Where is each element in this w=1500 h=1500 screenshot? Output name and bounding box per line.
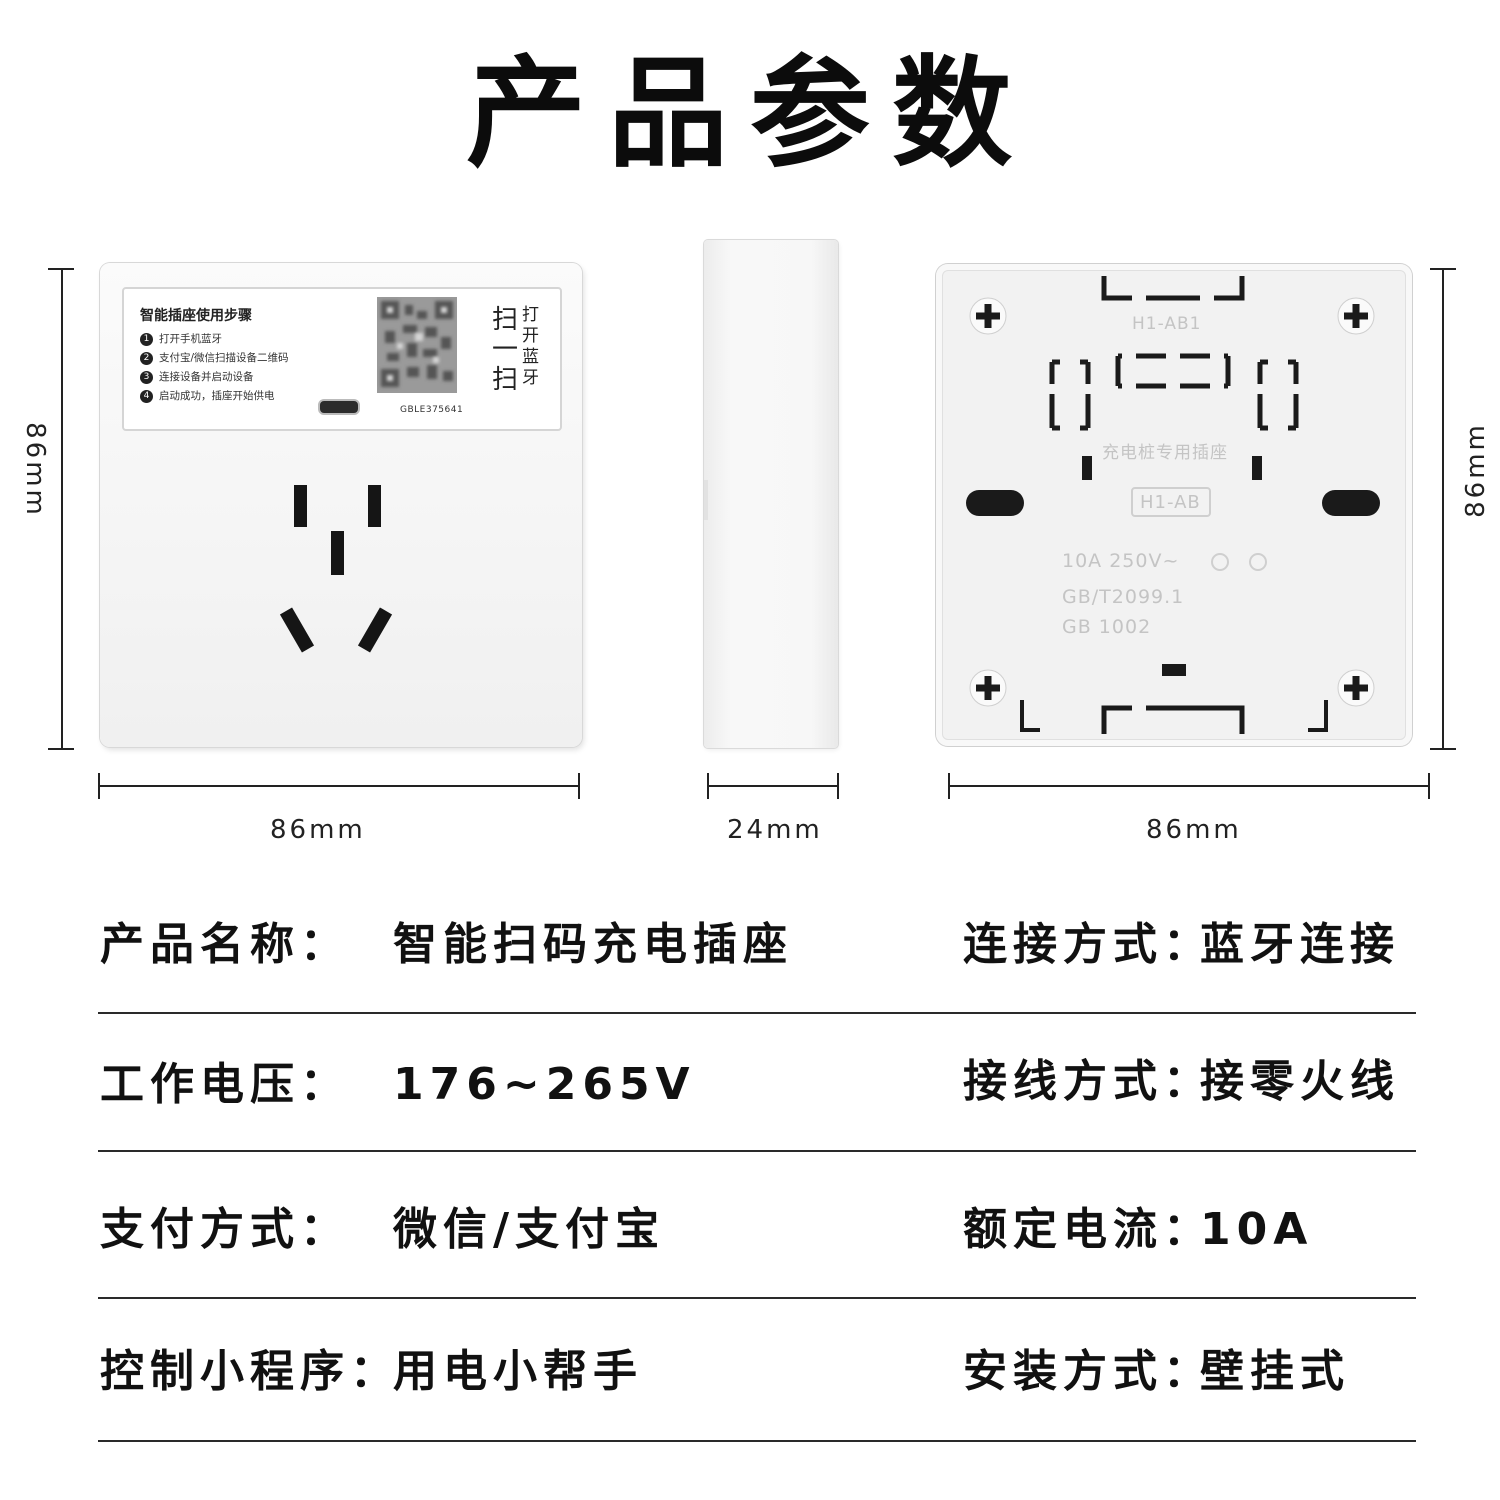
dim-tick [578,773,580,799]
scan-prompt-large: 扫一扫 [492,305,519,395]
step-text: 打开手机蓝牙 [159,333,222,345]
side-depth-label: 24mm [727,815,823,845]
scan-prompt-small: 打开蓝牙 [522,305,539,388]
dim-line-back-width [948,785,1430,787]
spec-value: 接零火线 [1200,1056,1400,1107]
back-structure-drawing [966,276,1380,734]
purpose-marking: 充电桩专用插座 [1102,443,1228,463]
instruction-step: 1 打开手机蓝牙 [140,331,222,346]
standard-marking-1: GB/T2099.1 [1062,586,1185,608]
spec-value: 176~265V [393,1059,696,1110]
instruction-step: 3 连接设备并启动设备 [140,369,254,384]
step-text: 连接设备并启动设备 [159,371,254,383]
dim-line-side-depth [707,785,839,787]
step-number: 4 [140,389,153,403]
row-divider [98,1440,1416,1442]
back-width-label: 86mm [1146,815,1242,845]
spec-label: 控制小程序： [100,1346,400,1397]
three-pin-slot-right [357,607,393,653]
spec-value: 用电小帮手 [393,1346,643,1397]
socket-back-view: H1-AB1 充电桩专用插座 H1-AB 10A 250V~ GB/T2099.… [936,264,1412,746]
row-divider [98,1012,1416,1014]
side-seam [704,480,708,520]
page-title: 产品参数 [466,45,1034,184]
dim-line-height-right [1442,268,1444,750]
instruction-step: 2 支付宝/微信扫描设备二维码 [140,350,289,365]
step-text: 支付宝/微信扫描设备二维码 [159,352,289,364]
spec-label: 安装方式： [963,1346,1213,1397]
dim-line-height-left [61,268,63,750]
dim-tick [1428,773,1430,799]
model-marking: H1-AB [1140,492,1201,513]
back-height-label: 86mm [1461,422,1491,518]
dim-tick [837,773,839,799]
row-divider [98,1150,1416,1152]
rating-marking: 10A 250V~ [1062,550,1180,572]
row-divider [98,1297,1416,1299]
step-number: 1 [140,332,153,346]
spec-label: 额定电流： [963,1204,1213,1255]
model-top-marking: H1-AB1 [1132,314,1202,334]
two-pin-slot-right [368,485,381,527]
front-height-label: 86mm [20,422,50,518]
earth-pin-slot [331,531,344,575]
instruction-step: 4 启动成功，插座开始供电 [140,388,275,403]
dim-tick-bottom-left [48,748,74,750]
indicator-led [318,399,360,415]
spec-value: 智能扫码充电插座 [393,919,793,970]
spec-label: 产品名称： [100,919,350,970]
dim-tick-bottom-right [1430,748,1456,750]
spec-label: 连接方式： [963,919,1213,970]
spec-value: 10A [1200,1204,1314,1255]
dim-line-front-width [98,785,580,787]
step-text: 启动成功，插座开始供电 [159,390,275,402]
socket-side-view [704,240,838,748]
standard-marking-2: GB 1002 [1062,616,1152,638]
two-pin-slot-left [294,485,307,527]
spec-label: 接线方式： [963,1056,1213,1107]
step-number: 2 [140,351,153,365]
socket-front-view: 智能插座使用步骤 1 打开手机蓝牙 2 支付宝/微信扫描设备二维码 3 连接设备并启动… [100,263,582,747]
instruction-title: 智能插座使用步骤 [140,308,252,324]
spec-label: 工作电压： [100,1059,350,1110]
qr-code-blurred [377,297,457,393]
device-serial: GBLE375641 [400,405,464,415]
spec-value: 壁挂式 [1200,1346,1350,1397]
spec-value: 蓝牙连接 [1200,919,1400,970]
front-width-label: 86mm [270,815,366,845]
three-pin-slot-left [279,607,315,653]
step-number: 3 [140,370,153,384]
spec-label: 支付方式： [100,1204,350,1255]
usage-instruction-label: 智能插座使用步骤 1 打开手机蓝牙 2 支付宝/微信扫描设备二维码 3 连接设备并启动… [122,287,562,431]
spec-value: 微信/支付宝 [393,1204,666,1255]
